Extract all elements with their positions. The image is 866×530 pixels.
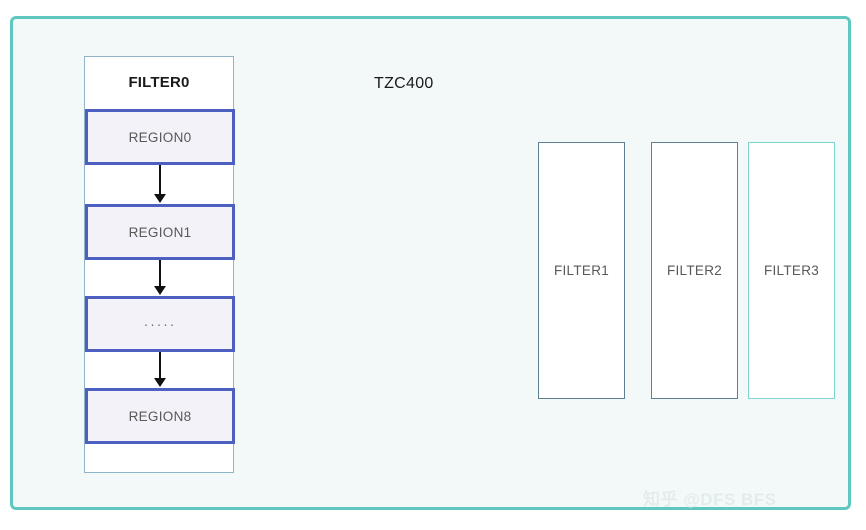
diagram-frame: FILTER0 REGION0 REGION1 ····· REGION8 TZ… [10, 16, 851, 510]
region-box-1[interactable]: REGION1 [85, 204, 235, 260]
region-box-ellipsis[interactable]: ····· [85, 296, 235, 352]
region-label-ellipsis: ····· [143, 316, 177, 332]
filter2-box[interactable]: FILTER2 [651, 142, 738, 399]
filter0-title: FILTER0 [128, 74, 190, 91]
diagram-title-label: TZC400 [374, 75, 434, 92]
filter0-container: FILTER0 REGION0 REGION1 ····· REGION8 [84, 56, 235, 473]
region-box-8[interactable]: REGION8 [85, 388, 235, 444]
connector-line-2 [159, 352, 161, 380]
connector-arrowhead-1 [154, 286, 166, 295]
filter3-label: FILTER3 [763, 263, 820, 278]
filter1-label: FILTER1 [553, 263, 610, 278]
filter3-box[interactable]: FILTER3 [748, 142, 835, 399]
connector-line-1 [159, 260, 161, 288]
region-box-0[interactable]: REGION0 [85, 109, 235, 165]
region-label-0: REGION0 [128, 129, 192, 145]
connector-line-0 [159, 165, 161, 196]
connector-arrowhead-2 [154, 378, 166, 387]
region-label-8: REGION8 [128, 408, 192, 424]
connector-arrowhead-0 [154, 194, 166, 203]
region-label-1: REGION1 [128, 224, 192, 240]
watermark-text: 知乎 @DFS BFS [643, 490, 777, 509]
filter2-label: FILTER2 [666, 263, 723, 278]
filter1-box[interactable]: FILTER1 [538, 142, 625, 399]
